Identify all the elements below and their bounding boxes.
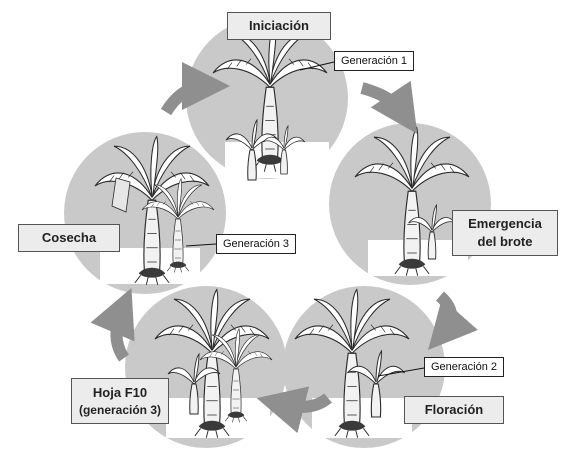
stage-label-iniciacion: Iniciación [227, 12, 331, 40]
leader-gen1 [299, 61, 335, 71]
generation-2-label: Generación 2 [424, 357, 504, 377]
banana-bunch [111, 177, 131, 213]
arrow-hoja-to-cosecha [90, 287, 135, 362]
stage-label-emergencia: Emergencia del brote [452, 210, 558, 256]
arrow-cosecha-to-iniciacion [160, 62, 230, 116]
stage-label-floracion: Floración [404, 396, 504, 424]
generation-3-label: Generación 3 [216, 234, 296, 254]
plant-cosecha [94, 136, 215, 286]
arrow-floracion-to-hoja [256, 386, 332, 434]
stage-label-hoja-f10: Hoja F10 (generación 3) [71, 378, 169, 424]
arrow-emergencia-to-floracion [428, 291, 478, 350]
arrow-iniciacion-to-emergencia [360, 80, 418, 134]
leader-gen2 [377, 367, 425, 377]
generation-1-label: Generación 1 [334, 51, 414, 71]
leader-gen3 [185, 243, 217, 247]
stage-label-cosecha: Cosecha [18, 224, 120, 252]
